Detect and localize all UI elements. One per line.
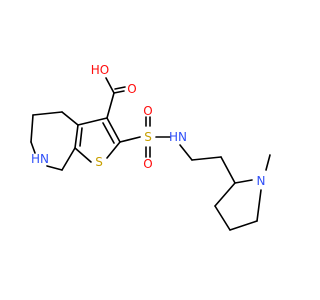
bond-n7-c8 [46, 165, 63, 171]
bond-cooh-c-o-double-b [114, 86, 126, 90]
bond-cooh-c-o-double-a [113, 90, 125, 94]
bond-c2-so2 [119, 136, 141, 143]
bond-nh-ch2a [179, 144, 193, 161]
bond-c3p-c4p [214, 205, 231, 231]
bond-c2-s1 [106, 141, 121, 159]
bond-c4p-c5p [229, 220, 258, 231]
atom-label-sulfonyl-sulfur: S [144, 130, 152, 144]
bond-c3-c2 [106, 117, 121, 143]
bond-c5p-n1p [256, 189, 262, 222]
bond-c7a-c3a [74, 124, 79, 149]
bond-n1p-methyl [265, 154, 271, 171]
atom-label-thiophene-sulfur: S [95, 155, 103, 169]
atom-label-carbonyl-oxygen: O [127, 82, 136, 96]
atom-label-sulfonyl-oxygen-bottom: O [143, 157, 152, 171]
bond-cooh-c-oh [105, 77, 115, 94]
bond-ch2a-ch2b [191, 156, 222, 161]
atom-label-layer: HO O HN S S O O HN N [31, 63, 265, 188]
atom-label-ring-nh: HN [31, 152, 49, 166]
atom-label-pyrrolidine-nitrogen: N [257, 174, 266, 188]
bond-c6-n7 [30, 141, 36, 154]
bond-c4-c5 [32, 111, 63, 116]
bond-layer [30, 77, 271, 231]
bond-ch2b-c2p [220, 156, 236, 184]
atom-label-sulfonamide-nh: HN [169, 130, 187, 144]
bond-c3-c2-double [102, 122, 115, 144]
bond-c3a-c4 [61, 111, 79, 126]
bond-s1-c7a [74, 147, 92, 163]
chemical-structure: HO O HN S S O O HN N [30, 63, 271, 231]
atom-label-sulfonyl-oxygen-top: O [143, 104, 152, 118]
bond-c7a-c3a-double [79, 127, 83, 147]
bond-c3-cooh [106, 92, 115, 119]
bond-c2p-n1p [234, 179, 253, 184]
bond-c8-c7a [61, 147, 76, 171]
bond-c5-c6 [30, 114, 34, 143]
bond-c3-c3a [77, 117, 108, 126]
atom-label-hydroxyl: HO [91, 63, 109, 77]
bond-c2p-c3p [214, 182, 236, 207]
